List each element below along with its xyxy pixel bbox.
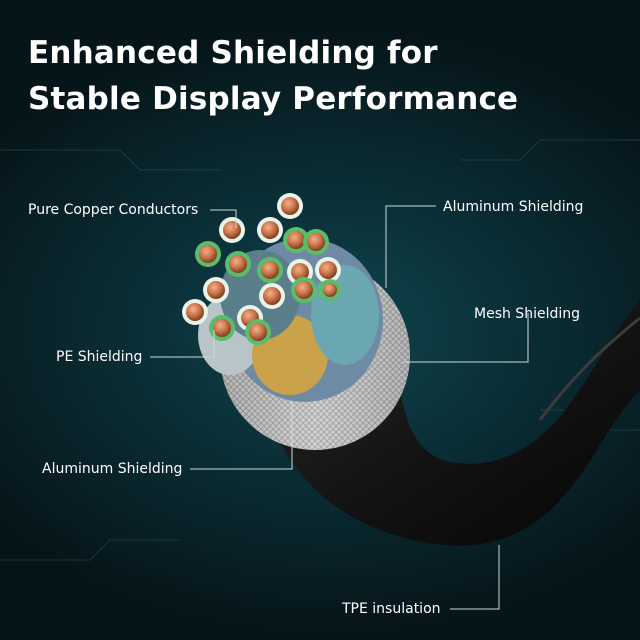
leader-aluminum-right <box>385 205 436 288</box>
page-title: Enhanced Shielding for Stable Display Pe… <box>28 30 518 122</box>
label-copper-conductors: Pure Copper Conductors <box>28 202 199 218</box>
label-aluminum-shielding-right: Aluminum Shielding <box>443 199 584 215</box>
leader-mesh <box>404 313 529 363</box>
leader-pe <box>150 330 215 358</box>
callout-lines <box>150 205 529 610</box>
conductors <box>182 193 341 345</box>
leader-tpe <box>450 545 500 610</box>
label-pe-shielding: PE Shielding <box>56 349 143 365</box>
label-aluminum-shielding-left: Aluminum Shielding <box>42 461 183 477</box>
label-mesh-shielding: Mesh Shielding <box>474 306 580 322</box>
leader-copper <box>210 209 237 228</box>
title-line-1: Enhanced Shielding for <box>28 35 438 71</box>
label-tpe-insulation: TPE insulation <box>342 601 441 617</box>
leader-aluminum-left <box>190 402 293 470</box>
title-line-2: Stable Display Performance <box>28 81 519 117</box>
circuit-pattern <box>0 139 640 561</box>
